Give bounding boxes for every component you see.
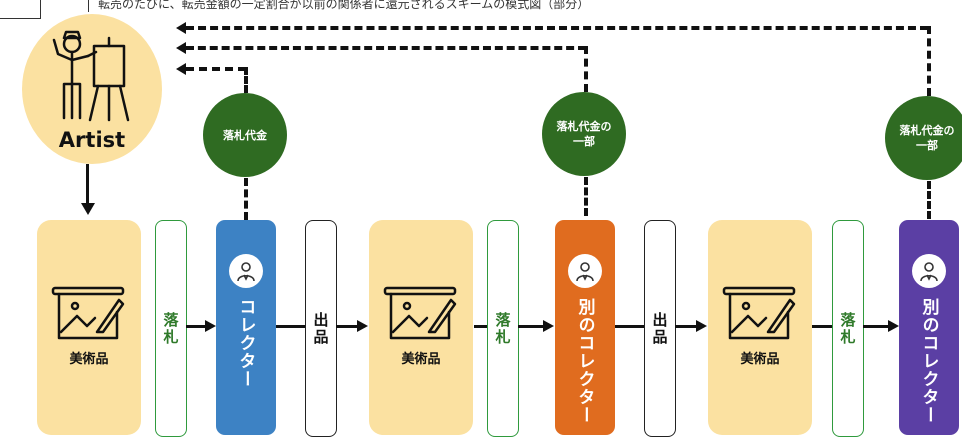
painting-icon (51, 286, 125, 340)
collector-card-3: 別のコレクター (899, 220, 959, 435)
return-line-1 (244, 67, 248, 93)
painting-icon (383, 286, 457, 340)
artist-down-arrowhead (81, 203, 95, 215)
listing-step-1: 出品 (305, 220, 337, 437)
payment-label-2: 落札代金の 一部 (556, 120, 612, 148)
bid-step-1: 落札 (155, 220, 187, 437)
payment-link-2 (584, 177, 588, 216)
return-arrow-2 (186, 46, 586, 50)
return-line-2 (584, 46, 588, 92)
top-caption: 転売のたびに、転売金額の一定割合が以前の関係者に還元されるスキームの模式図（部分… (98, 0, 590, 11)
artwork-label-2: 美術品 (401, 352, 441, 367)
top-tick (88, 0, 89, 12)
listing-step-2: 出品 (644, 220, 676, 437)
collector-card-2: 別のコレクター (555, 220, 615, 435)
person-icon (229, 254, 263, 288)
artist-circle: Artist (22, 14, 162, 164)
return-arrow-3 (186, 26, 928, 30)
bid-step-3: 落札 (832, 220, 864, 437)
collector-label-2: 別のコレクター (574, 298, 595, 424)
flow-arrow-1 (186, 325, 206, 328)
payment-link-1 (244, 178, 248, 220)
artwork-label-3: 美術品 (740, 352, 780, 367)
person-icon (912, 254, 946, 288)
person-icon (568, 254, 602, 288)
bid-label-2: 落札 (493, 311, 512, 346)
flow-arrow-3 (336, 325, 358, 328)
artist-label: Artist (58, 128, 126, 152)
payment-circle-3: 落札代金の 一部 (885, 96, 962, 180)
flow-arrowhead-5 (543, 320, 554, 332)
payment-label-3: 落札代金の 一部 (899, 124, 955, 152)
return-arrow-1 (186, 67, 246, 71)
flow-arrowhead-3 (357, 320, 368, 332)
artwork-label-1: 美術品 (69, 352, 109, 367)
flow-arrowhead-9 (888, 320, 899, 332)
listing-label-2: 出品 (650, 311, 669, 346)
flow-arrow-5 (518, 325, 544, 328)
payment-label-1: 落札代金 (223, 128, 267, 142)
payment-circle-2: 落札代金の 一部 (542, 92, 626, 176)
return-arrowhead-3 (176, 22, 186, 34)
flow-arrowhead-1 (205, 320, 216, 332)
collector-label-3: 別のコレクター (918, 298, 939, 424)
return-arrowhead-1 (176, 63, 186, 75)
payment-link-3 (927, 181, 931, 219)
flow-line-4 (474, 325, 487, 328)
return-arrowhead-2 (176, 42, 186, 54)
artwork-card-2: 美術品 (369, 220, 473, 435)
flow-arrow-9 (863, 325, 889, 328)
artist-down-line (86, 164, 89, 204)
top-left-frame (0, 0, 41, 19)
listing-label-1: 出品 (311, 311, 330, 346)
return-line-3 (927, 26, 931, 96)
painting-icon (722, 286, 796, 340)
bid-step-2: 落札 (487, 220, 519, 437)
collector-label-1: コレクター (235, 298, 256, 388)
flow-line-2 (276, 325, 305, 328)
bid-label-3: 落札 (838, 311, 857, 346)
artwork-card-1: 美術品 (37, 220, 141, 435)
flow-line-8 (812, 325, 832, 328)
collector-card-1: コレクター (216, 220, 276, 435)
flow-arrowhead-7 (696, 320, 707, 332)
artwork-card-3: 美術品 (708, 220, 812, 435)
payment-circle-1: 落札代金 (203, 93, 287, 177)
flow-line-6 (615, 325, 644, 328)
flow-arrow-7 (675, 325, 697, 328)
bid-label-1: 落札 (161, 311, 180, 346)
painter-at-easel-icon (52, 30, 130, 122)
